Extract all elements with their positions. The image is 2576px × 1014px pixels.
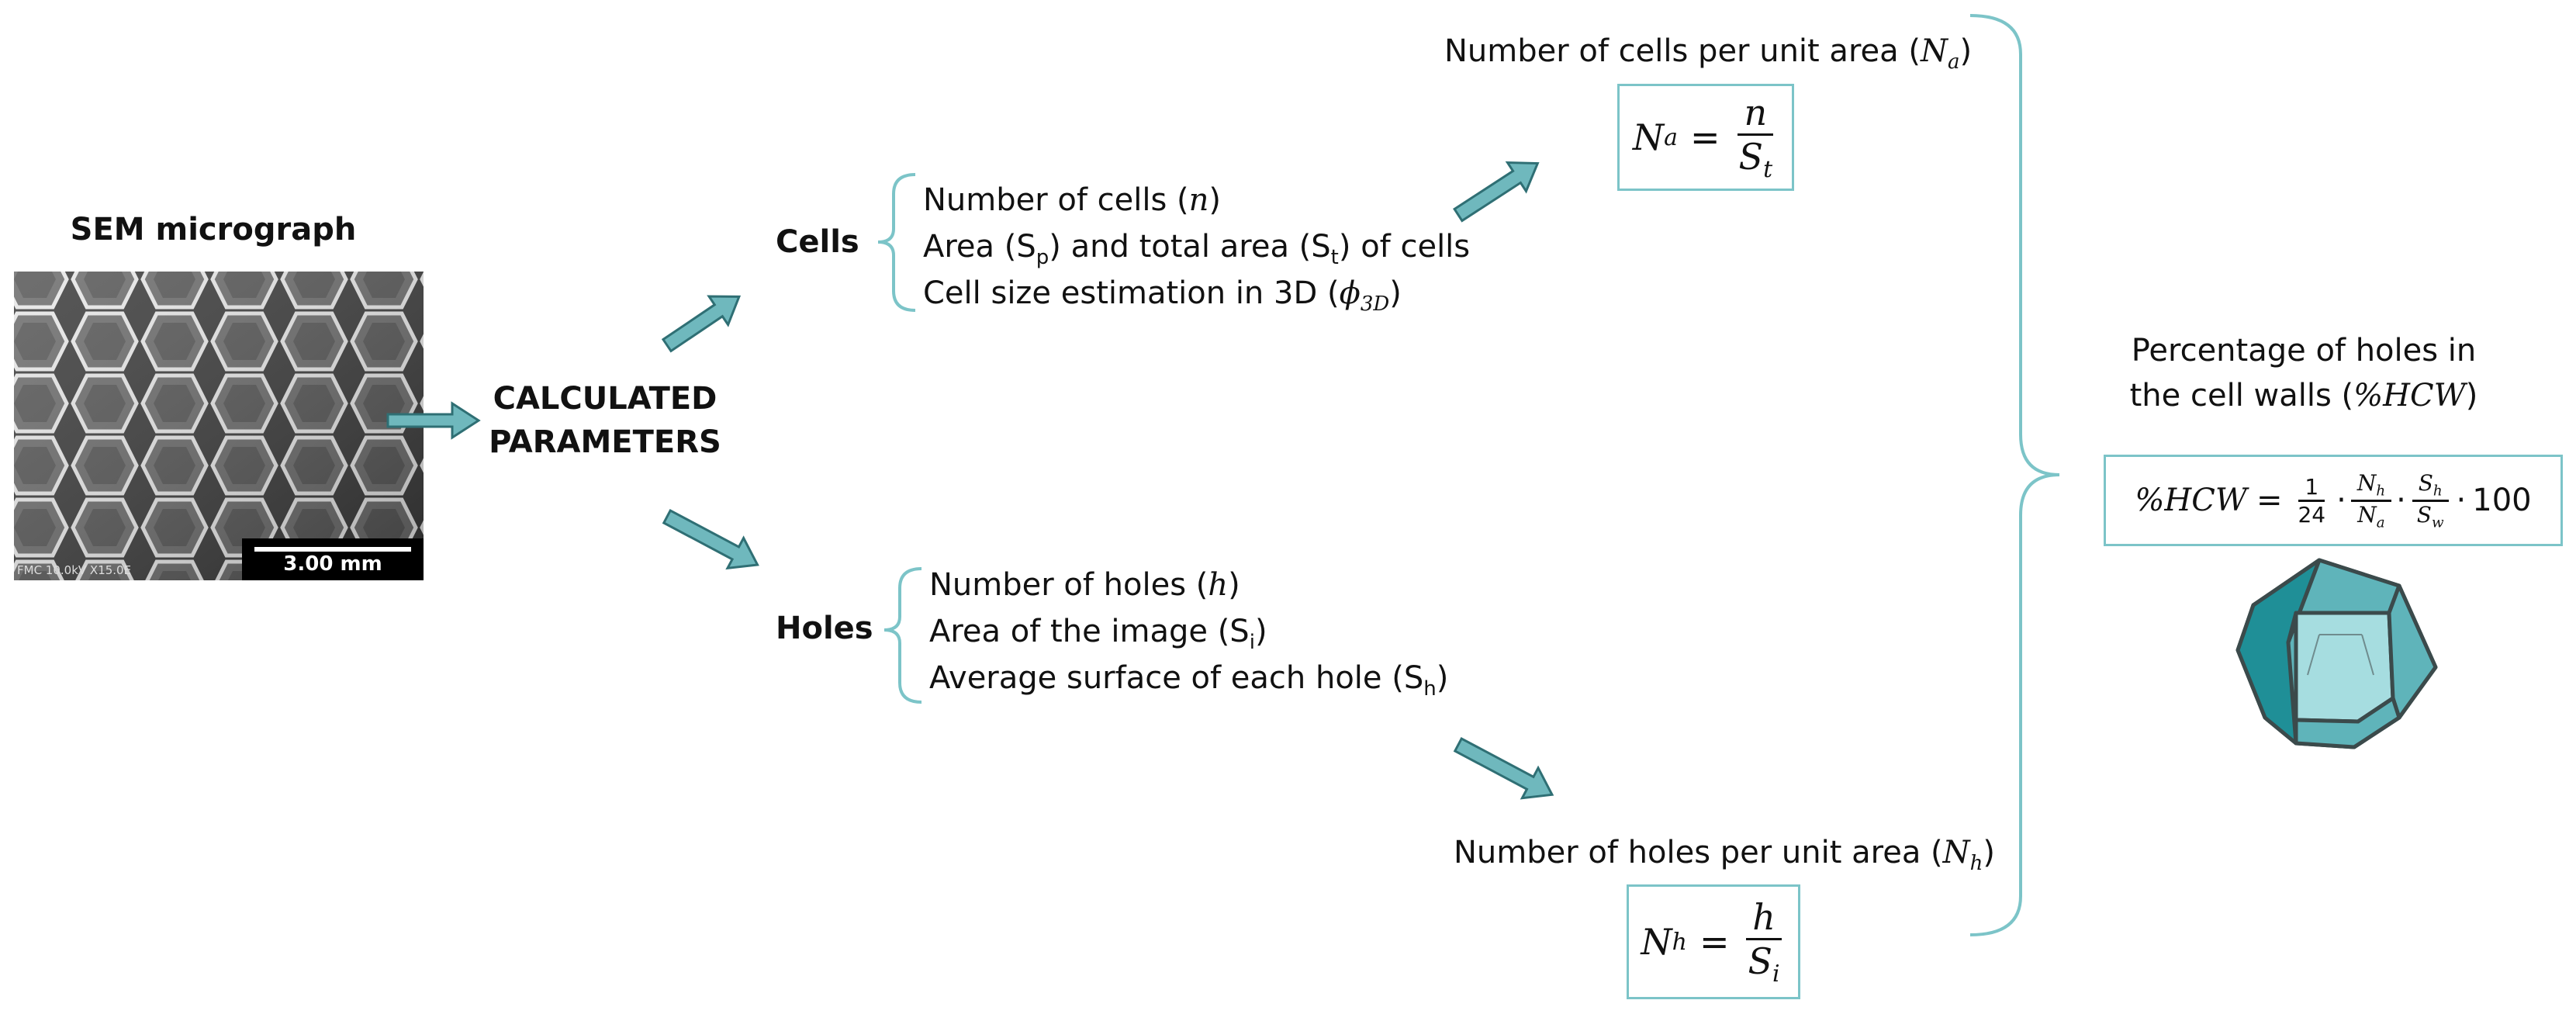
scale-bar-background — [242, 538, 424, 580]
arrow-params-to-cells — [661, 295, 742, 353]
holes-list: Number of holes (h) Area of the image (S… — [929, 566, 1448, 706]
holes-item-image-area: Area of the image (Si) — [929, 614, 1267, 654]
cells-item-number: Number of cells (n) — [923, 182, 1222, 218]
sem-meta-label: FMC 10.0kV X15.0E — [17, 563, 132, 577]
hcw-label-line-1: Percentage of holes in — [2131, 333, 2477, 369]
arrow-cells-to-na — [1453, 161, 1540, 223]
holes-item-hole-surface: Average surface of each hole (Sh) — [929, 660, 1449, 701]
sem-micrograph-image — [14, 272, 424, 580]
cells-item-area: Area (Sp) and total area (St) of cells — [923, 229, 1471, 269]
sem-title: SEM micrograph — [70, 212, 357, 247]
dodecahedron-icon — [2235, 558, 2438, 749]
na-label: Number of cells per unit area (Na) — [1444, 33, 1973, 74]
holes-bracket — [883, 567, 922, 704]
cells-heading: Cells — [776, 224, 859, 260]
hcw-label-line-2: the cell walls (%HCW) — [2129, 378, 2478, 414]
hcw-label: Percentage of holes in the cell walls (%… — [2087, 332, 2521, 414]
na-fraction: n St — [1738, 91, 1774, 184]
holes-item-number: Number of holes (h) — [929, 567, 1240, 603]
cells-list: Number of cells (n) Area (Sp) and total … — [923, 182, 1470, 321]
arrow-sem-to-params — [386, 401, 481, 440]
cells-item-size: Cell size estimation in 3D (ϕ3D) — [923, 275, 1402, 316]
scale-bar-label: 3.00 mm — [283, 552, 382, 576]
calc-line-2: PARAMETERS — [489, 424, 721, 460]
hcw-fraction-3: Sh Sw — [2411, 470, 2450, 531]
arrow-params-to-holes — [662, 509, 759, 570]
nh-fraction: h Si — [1741, 896, 1786, 988]
flow-arrows — [386, 161, 1554, 800]
nh-label: Number of holes per unit area (Nh) — [1454, 835, 1996, 875]
results-bracket — [1969, 14, 2060, 936]
hcw-fraction-2: Nh Na — [2350, 470, 2392, 531]
calc-line-1: CALCULATED — [493, 381, 717, 417]
cells-bracket — [877, 173, 916, 312]
arrow-holes-to-nh — [1453, 737, 1554, 800]
calculated-parameters-label: CALCULATED PARAMETERS — [485, 380, 725, 461]
brackets — [877, 14, 2060, 936]
holes-heading: Holes — [776, 611, 873, 646]
